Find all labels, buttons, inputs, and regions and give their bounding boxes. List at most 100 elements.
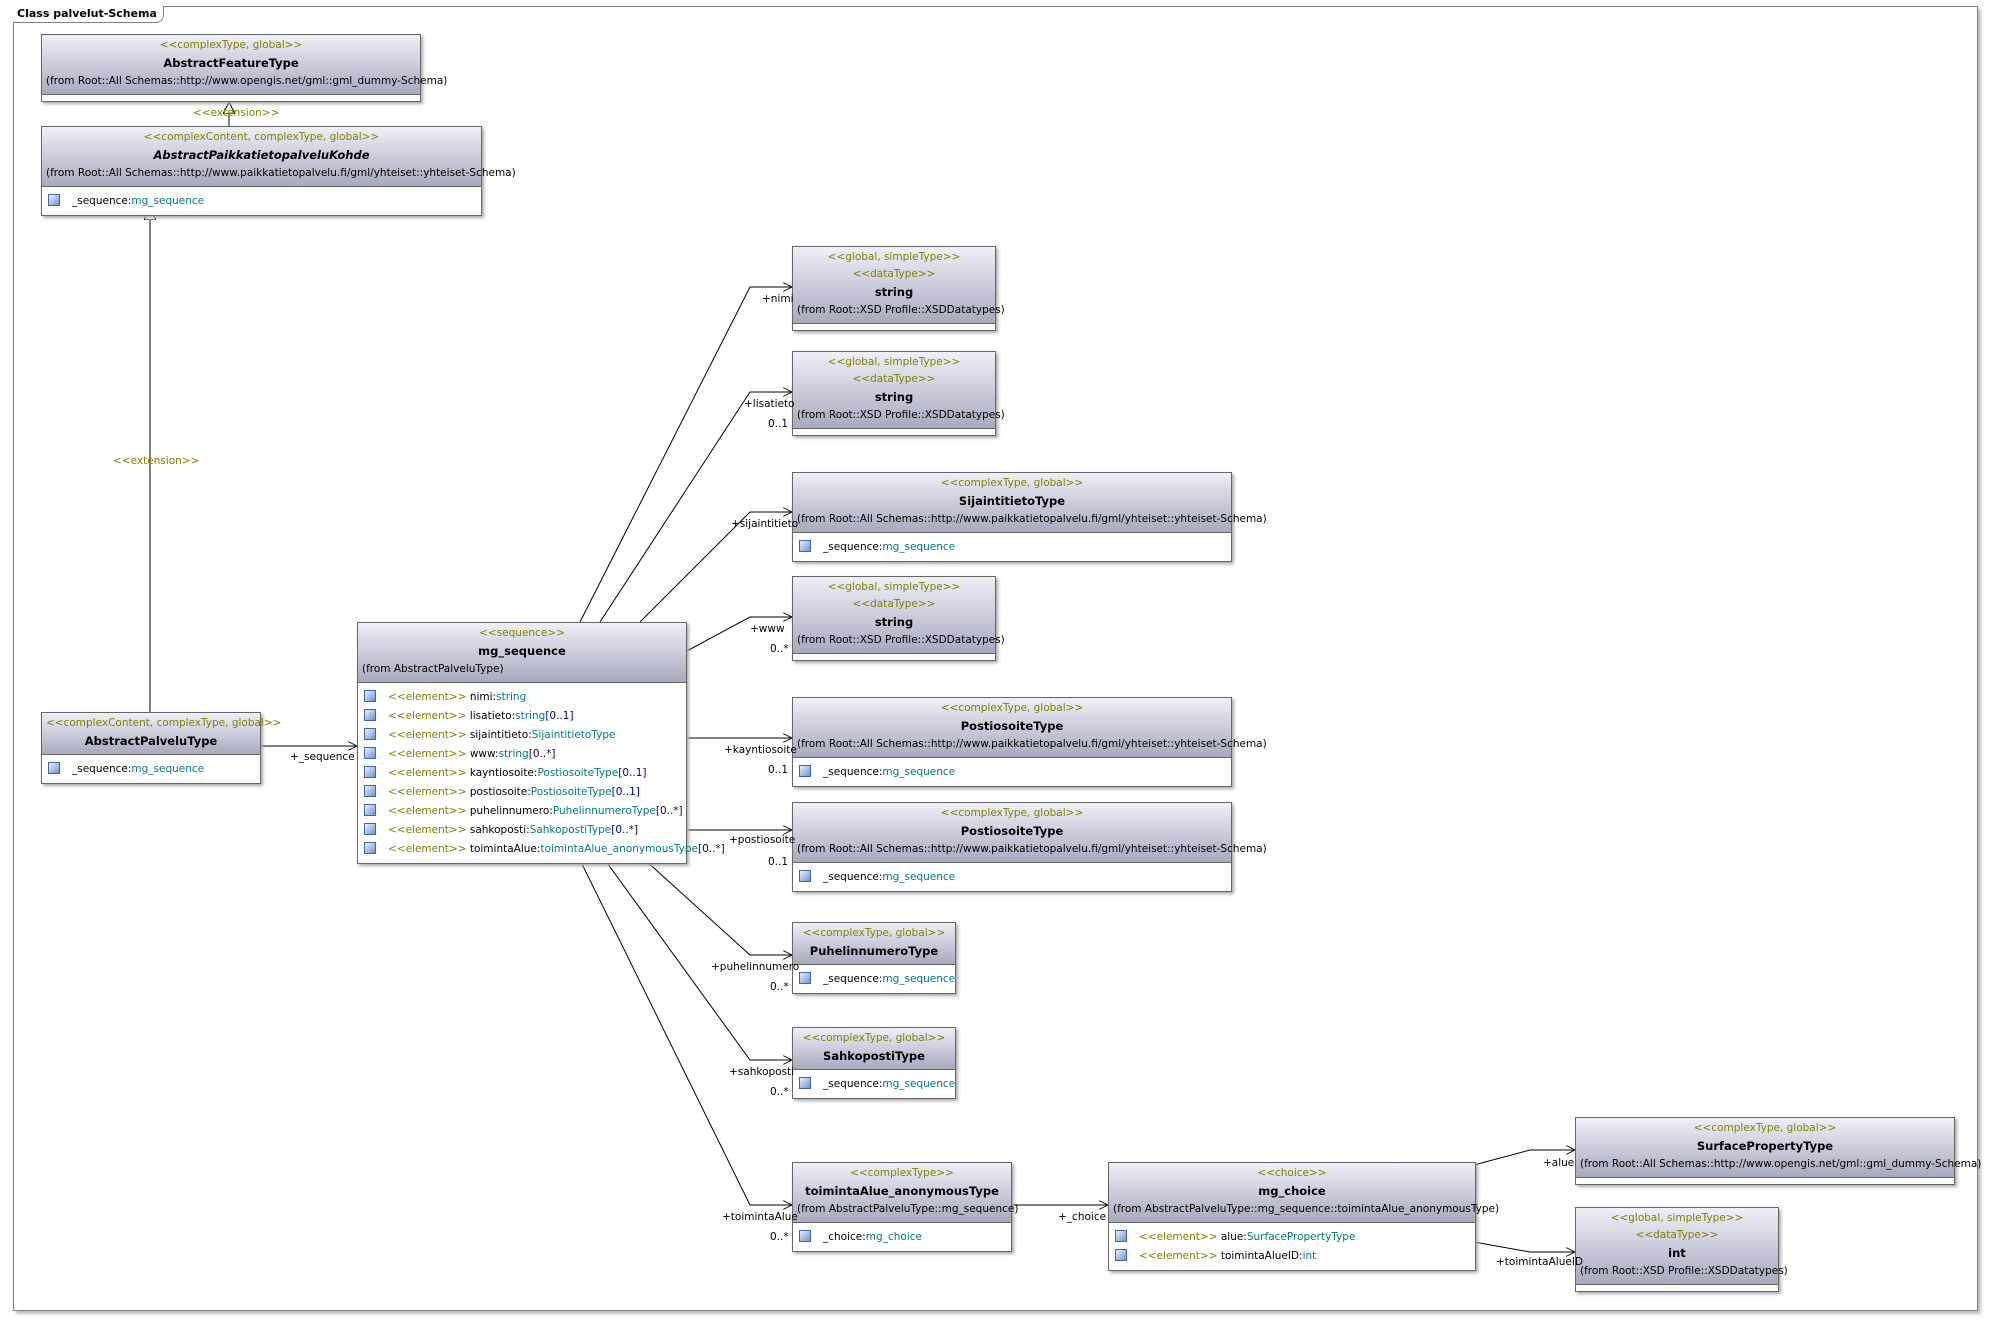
attribute-icon [364,785,376,797]
class-namespace: (from Root::XSD Profile::XSDDatatypes) [1580,1265,1788,1277]
attribute-name: toimintaAlue: [469,843,541,855]
attribute-row[interactable]: _choice:mg_choice [797,1228,1007,1247]
attribute-type: SurfacePropertyType [1246,1231,1356,1243]
extension-label: <<extension>> [113,455,200,467]
stereotype: <<sequence>> [479,627,565,639]
class-sijaintitieto-type[interactable]: <<complexType, global>> SijaintitietoTyp… [792,472,1267,562]
attribute-row[interactable]: <<element>> toimintaAlueID:int [1113,1247,1471,1266]
diagram-frame-title: Class palvelut-Schema [13,6,164,23]
stereotype: <<complexType>> [850,1167,954,1179]
stereotype: <<complexContent, complexType, global>> [46,717,282,729]
class-namespace: (from Root::All Schemas::http://www.open… [1580,1158,1982,1170]
class-postiosoite-type-kaynti[interactable]: <<complexType, global>> PostiosoiteType … [792,697,1267,787]
attribute-row[interactable]: <<element>> sijaintitieto:SijaintitietoT… [362,726,682,745]
class-namespace: (from Root::XSD Profile::XSDDatatypes) [797,409,1005,421]
element-stereotype: <<element>> [388,748,467,760]
stereotype: <<dataType>> [1635,1229,1719,1241]
association-edge [684,617,792,653]
class-name: int [1668,1246,1686,1260]
attribute-row[interactable]: <<element>> kayntiosoite:PostiosoiteType… [362,764,682,783]
class-int[interactable]: <<global, simpleType>> <<dataType>> int … [1575,1207,1788,1292]
attribute-icon [1115,1230,1127,1242]
class-namespace: (from AbstractPalveluType) [362,663,504,675]
element-stereotype: <<element>> [388,843,467,855]
element-stereotype: <<element>> [388,710,467,722]
class-sahkoposti-type[interactable]: <<complexType, global>> SahkopostiType _… [792,1027,956,1099]
extension-label: <<extension>> [193,107,280,119]
stereotype: <<complexType, global>> [159,39,303,51]
stereotype: <<complexType, global>> [940,477,1084,489]
class-mg-choice[interactable]: <<choice>> mg_choice (from AbstractPalve… [1108,1162,1499,1271]
stereotype: <<global, simpleType>> [827,251,961,263]
stereotype: <<global, simpleType>> [827,581,961,593]
attribute-row[interactable]: _sequence:mg_sequence [797,1075,955,1094]
class-namespace: (from Root::All Schemas::http://www.paik… [797,738,1267,750]
multiplicity-label: 0..1 [768,856,789,868]
role-label: +_sequence [290,751,355,763]
attribute-row[interactable]: <<element>> www:string[0..*] [362,745,682,764]
attribute-icon [364,690,376,702]
class-abstract-palvelu-type[interactable]: <<complexContent, complexType, global>> … [41,712,282,784]
class-toiminta-alue-anonymous-type[interactable]: <<complexType>> toimintaAlue_anonymousTy… [792,1162,1018,1252]
element-stereotype: <<element>> [388,805,467,817]
class-name: SijaintitietoType [958,494,1066,508]
multiplicity-label: 0..* [770,643,789,655]
role-label: +_choice [1058,1211,1107,1223]
class-string-www[interactable]: <<global, simpleType>> <<dataType>> stri… [792,576,1005,661]
class-string-nimi[interactable]: <<global, simpleType>> <<dataType>> stri… [792,246,1005,331]
attribute-row[interactable]: <<element>> alue:SurfacePropertyType [1113,1228,1471,1247]
association-edge [1473,1150,1575,1166]
attribute-icon [364,728,376,740]
attribute-icon [48,762,60,774]
association-edge [644,859,792,955]
attribute-name: puhelinnumero: [469,805,553,817]
attribute-row[interactable]: <<element>> sahkoposti:SahkopostiType[0.… [362,821,682,840]
attribute-name: nimi: [469,691,497,703]
attribute-row[interactable]: _sequence:mg_sequence [797,868,1227,887]
attribute-icon [799,972,811,984]
element-stereotype: <<element>> [388,691,467,703]
class-namespace: (from Root::All Schemas::http://www.paik… [46,167,516,179]
class-abstract-feature-type[interactable]: <<complexType, global>> AbstractFeatureT… [41,34,447,102]
class-surface-property-type[interactable]: <<complexType, global>> SurfacePropertyT… [1575,1117,1982,1185]
class-name: toimintaAlue_anonymousType [805,1184,999,1198]
class-name: AbstractPaikkatietopalveluKohde [153,148,370,162]
attribute-type: string [498,748,529,760]
role-label: +www [750,623,785,635]
attribute-row[interactable]: _sequence:mg_sequence [46,760,256,779]
class-postiosoite-type-posti[interactable]: <<complexType, global>> PostiosoiteType … [792,802,1267,892]
attribute-icon [799,765,811,777]
role-label: +sijaintitieto [731,518,799,530]
attribute-type: toimintaAlue_anonymousType [540,843,698,855]
attribute-multiplicity: [0..1] [618,767,647,779]
class-mg-sequence[interactable]: <<sequence>> mg_sequence (from AbstractP… [357,622,725,864]
attribute-row[interactable]: <<element>> puhelinnumero:PuhelinnumeroT… [362,802,683,821]
attribute-list: <<element>> nimi:string<<element>> lisat… [358,683,725,863]
stereotype: <<dataType>> [852,598,936,610]
stereotype: <<complexType, global>> [802,927,946,939]
attribute-name: kayntiosoite: [469,767,538,779]
association-edge [599,392,792,623]
attribute-row[interactable]: _sequence:mg_sequence [46,192,477,211]
attribute-name: www: [469,748,499,760]
attribute-row[interactable]: <<element>> postiosoite:PostiosoiteType[… [362,783,682,802]
attribute-type: string [496,691,527,703]
attribute-row[interactable]: <<element>> lisatieto:string[0..1] [362,707,682,726]
attribute-icon [1115,1249,1127,1261]
attribute-name: alue: [1220,1231,1247,1243]
attribute-type: PuhelinnumeroType [552,805,656,817]
class-abstract-paikkatietopalvelu-kohde[interactable]: <<complexContent, complexType, global>> … [41,126,516,216]
association-edge [604,859,792,1060]
attribute-row[interactable]: _sequence:mg_sequence [797,538,1227,557]
attribute-icon [364,823,376,835]
class-string-lisatieto[interactable]: <<global, simpleType>> <<dataType>> stri… [792,351,1005,436]
class-name: string [874,615,914,629]
attribute-multiplicity: [0..*] [611,824,639,836]
attribute-row[interactable]: <<element>> nimi:string [362,688,682,707]
attribute-row[interactable]: _sequence:mg_sequence [797,970,955,989]
attribute-row[interactable]: <<element>> toimintaAlue:toimintaAlue_an… [362,840,725,859]
association-edge [579,287,792,623]
attribute-icon [364,766,376,778]
class-puhelinnumero-type[interactable]: <<complexType, global>> PuhelinnumeroTyp… [792,922,956,994]
attribute-row[interactable]: _sequence:mg_sequence [797,763,1227,782]
